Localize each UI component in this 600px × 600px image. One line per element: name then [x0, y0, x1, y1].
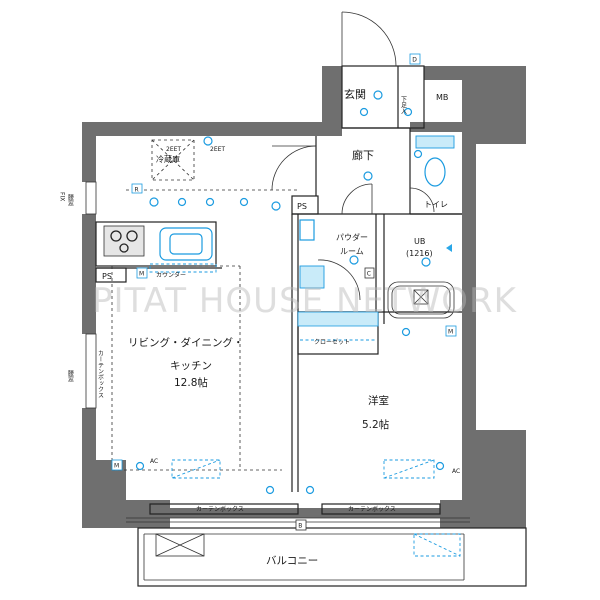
wall-column-right — [440, 500, 476, 528]
label-refrigerator: 冷蔵庫 — [156, 154, 180, 164]
curtain-box-right-box — [321, 503, 441, 515]
label-ps-left: PS — [102, 272, 112, 281]
kitchen-counter — [95, 221, 217, 267]
watermark: PITAT HOUSE NETWORK — [92, 281, 518, 321]
wall-top-left — [82, 122, 324, 136]
mark-m-living: M — [114, 463, 119, 470]
balcony-box — [137, 527, 527, 587]
label-curtain-box-right: カーテンボックス — [348, 505, 396, 513]
label-ps-top: PS — [297, 202, 307, 211]
fridge-space — [151, 139, 195, 181]
toilet-bowl-icon — [424, 157, 446, 187]
label-shoe-box: 下足入 — [400, 96, 407, 114]
label-western: 洋室 — [368, 394, 389, 407]
mark-ac-living: AC — [150, 458, 158, 465]
label-mb: MB — [436, 93, 448, 102]
vent-icon — [446, 244, 452, 252]
mark-m-western: M — [448, 329, 453, 336]
mark-r-kitchen: R — [135, 186, 139, 193]
wall-right — [462, 144, 476, 528]
ac-unit-left — [171, 459, 221, 479]
mark-m-counter: M — [139, 271, 144, 278]
washbasin-icon — [299, 265, 325, 289]
label-hallway: 廊下 — [352, 148, 374, 162]
label-fix: FIX — [59, 192, 66, 201]
walls — [82, 66, 526, 528]
label-western-size: 5.2帖 — [362, 418, 390, 431]
outdoor-unit-right — [413, 533, 461, 557]
wall-mb-right — [462, 66, 526, 144]
wall-bottom — [96, 508, 526, 518]
curtain-box-left-box — [149, 503, 299, 515]
label-ldk-2: キッチン — [170, 360, 212, 372]
room-labels: 玄関 MB 下足入 廊下 トイレ 冷蔵庫 PS PS パウダー ルーム UB (… — [59, 87, 449, 567]
label-ub-1: UB — [414, 237, 425, 246]
wall-left-bottom — [82, 408, 96, 528]
mark-c-powder: C — [367, 271, 371, 278]
label-curtain-box-side: カーテンボックス — [97, 350, 104, 398]
label-ldk-size: 12.8帖 — [174, 376, 208, 389]
fixtures — [103, 90, 461, 557]
mark-2eet-right: 2EET — [210, 146, 225, 153]
label-ub-2: (1216) — [406, 249, 433, 258]
label-toilet: トイレ — [424, 200, 448, 209]
counter-strip — [149, 263, 217, 273]
stove-icon — [103, 225, 145, 257]
label-balcony: バルコニー — [266, 555, 318, 567]
label-powder-1: パウダー — [336, 232, 368, 242]
toilet-tank-icon — [415, 135, 455, 149]
mark-2eet-left: 2EET — [166, 146, 181, 153]
label-curtain-box-left: カーテンボックス — [196, 505, 244, 513]
label-window-top: 腰窓 — [67, 194, 74, 206]
kitchen-sink-icon — [159, 227, 213, 261]
mark-ac-western: AC — [452, 468, 460, 475]
wall-toilet-top — [410, 122, 466, 132]
label-window-side: 腰窓 — [67, 370, 74, 382]
label-powder-2: ルーム — [340, 247, 364, 256]
label-entrance: 玄関 — [344, 87, 366, 101]
interior-walls — [85, 11, 527, 587]
marks: R M M M D B C AC AC 2EET 2EET — [111, 53, 460, 531]
outdoor-unit-left — [155, 533, 205, 557]
wall-left-mid — [82, 214, 96, 334]
label-closet: クローゼット — [314, 338, 350, 346]
mark-d-entrance: D — [412, 57, 417, 64]
ac-unit-right — [383, 459, 435, 479]
mark-b-balcony: B — [298, 523, 302, 530]
label-counter: カウンター — [156, 271, 186, 279]
wall-left-top — [82, 122, 96, 182]
label-ldk-1: リビング・ダイニング・ — [128, 336, 244, 349]
wall-entrance-left — [322, 66, 342, 136]
